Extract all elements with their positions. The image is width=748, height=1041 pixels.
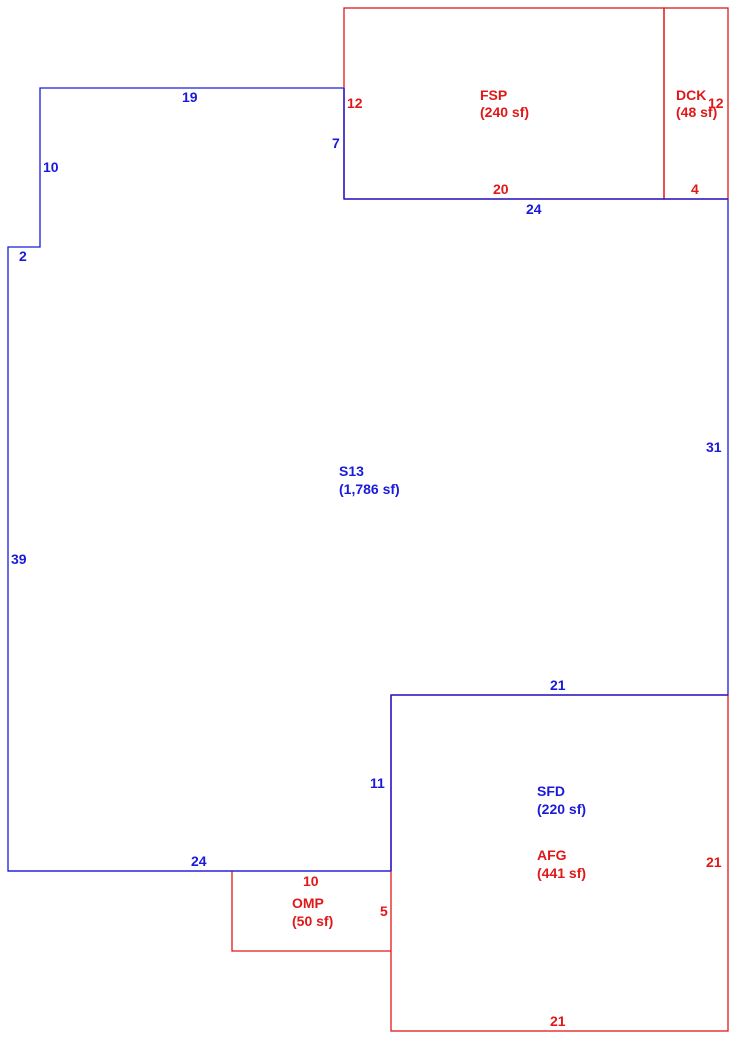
dck-code: DCK — [676, 87, 706, 103]
s13-area: (1,786 sf) — [339, 481, 400, 497]
omp-code: OMP — [292, 895, 324, 911]
sfd-area: (220 sf) — [537, 801, 586, 817]
dim-omp-right: 5 — [380, 903, 388, 919]
dim-s13-top-right: 24 — [526, 201, 542, 217]
omp-area: (50 sf) — [292, 913, 333, 929]
afg-code: AFG — [537, 847, 567, 863]
dim-omp-top: 10 — [303, 873, 319, 889]
dim-s13-left: 39 — [11, 551, 27, 567]
s13-code: S13 — [339, 463, 364, 479]
dim-s13-left-upper: 10 — [43, 159, 59, 175]
fsp-code: FSP — [480, 87, 507, 103]
dim-dck-bottom: 4 — [691, 181, 699, 197]
dim-s13-step: 7 — [332, 135, 340, 151]
dim-afg-right: 21 — [706, 854, 722, 870]
dim-s13-right: 31 — [706, 439, 722, 455]
dim-fsp-left: 12 — [347, 95, 363, 111]
dim-fsp-bottom: 20 — [493, 181, 509, 197]
dim-s13-top: 19 — [182, 89, 198, 105]
dim-s13-inner-left: 11 — [370, 775, 385, 791]
fsp-area: (240 sf) — [480, 104, 529, 120]
dck-area: (48 sf) — [676, 104, 717, 120]
dim-s13-notch: 2 — [19, 248, 27, 264]
dim-dck-right: 12 — [708, 95, 724, 111]
s13-outline — [7, 87, 729, 872]
dim-s13-inner-top: 21 — [550, 677, 566, 693]
afg-outline — [390, 694, 729, 1032]
sfd-code: SFD — [537, 783, 565, 799]
dim-s13-bottom: 24 — [191, 853, 207, 869]
dim-afg-bottom: 21 — [550, 1013, 566, 1029]
omp-outline — [231, 871, 391, 952]
afg-area: (441 sf) — [537, 865, 586, 881]
